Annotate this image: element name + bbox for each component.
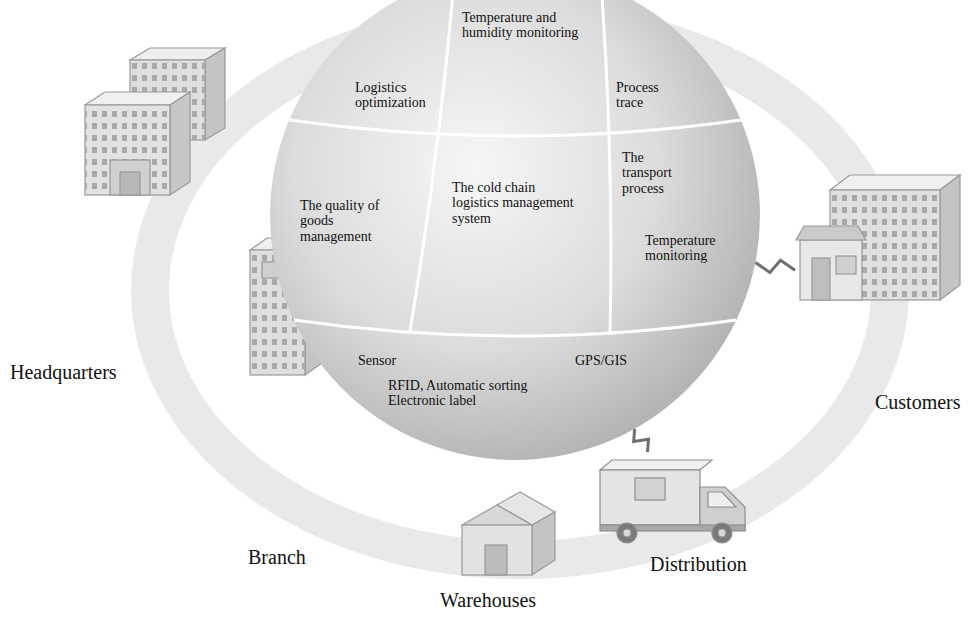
globe-label: The transport process [622,150,684,196]
globe-label: Process trace [616,80,674,111]
place-label: Headquarters [10,360,117,384]
customers-icon [796,175,960,300]
place-label: Distribution [650,552,747,576]
signal-zigzag [634,429,649,452]
globe-label: Sensor [358,353,408,368]
globe-label: The quality of goods management [300,198,392,244]
globe-label: Temperature and humidity monitoring [462,10,592,41]
distribution-node: Distribution [595,452,770,577]
headquarters-icon [85,48,225,195]
customers-node: Customers [795,155,970,420]
place-label: Warehouses [440,588,536,612]
branch-node: Branch [238,228,333,573]
globe-label: Temperature monitoring [645,233,737,264]
place-label: Branch [248,545,306,569]
warehouse-node: Warehouses [436,488,566,615]
place-label: Customers [875,390,961,414]
headquarters-node: Headquarters [5,40,230,390]
globe-label: Logistics optimization [355,80,435,111]
globe-label: The cold chain logistics management syst… [452,180,584,226]
globe-node: Logistics optimization Temperature and hu… [270,0,760,460]
warehouse-icon [462,492,555,575]
signal-zigzag [755,260,795,272]
truck-icon [600,460,745,543]
globe-label: GPS/GIS [575,353,645,368]
globe-label: RFID, Automatic sorting Electronic label [388,378,560,409]
